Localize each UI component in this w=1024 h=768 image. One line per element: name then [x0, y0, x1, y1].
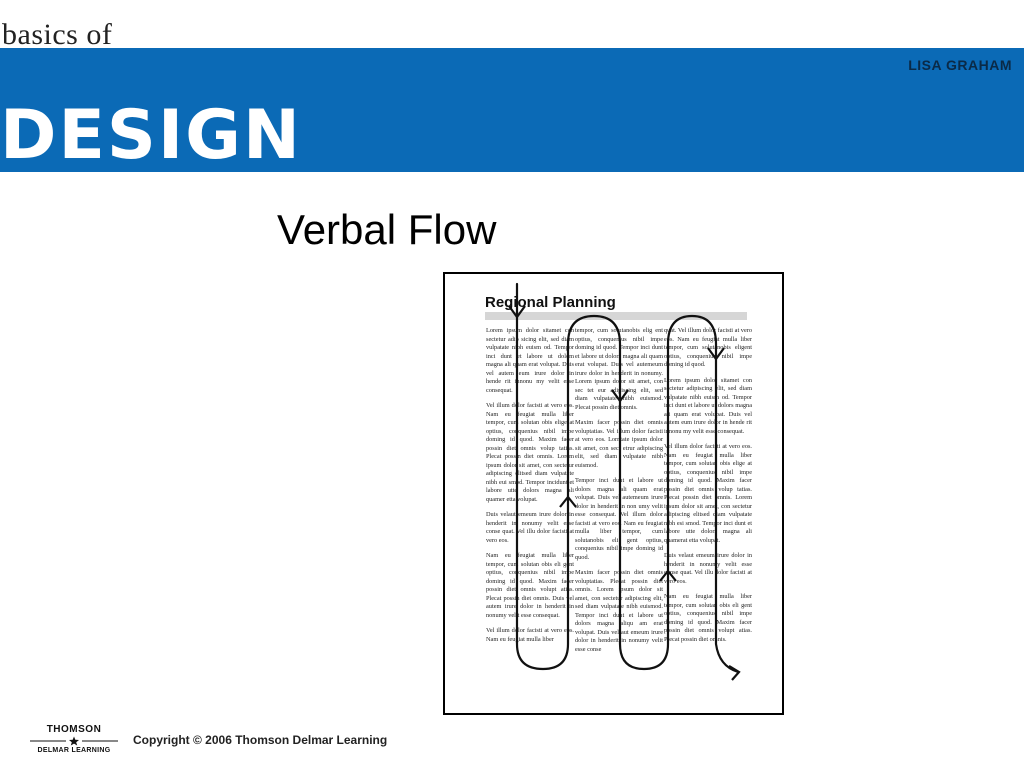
logo-bottom-text: DELMAR LEARNING: [37, 747, 111, 754]
flow-line: [515, 282, 740, 674]
reading-flow-path: [508, 282, 741, 681]
text-column-1: Lorem ipsum dolor sitamet con sectetur a…: [486, 327, 574, 672]
text-column-3: quat. Vel illum dolor facisti at vero eo…: [664, 327, 752, 672]
slide-title: Verbal Flow: [277, 206, 497, 253]
copyright-text: Copyright © 2006 Thomson Delmar Learning: [133, 733, 388, 747]
logo-top-text: THOMSON: [46, 724, 102, 735]
column-paragraph: Vel illum dolor facisti at vero eos. Nam…: [486, 627, 574, 643]
arrow-up-icon: [659, 569, 677, 582]
column-paragraph: quat. Vel illum dolor facisti at vero eo…: [664, 327, 752, 368]
column-paragraph: Nam eu feugiat mulla liber tempor, cum s…: [664, 593, 752, 643]
column-paragraph: Vel illum dolor facisti at vero eos. Nam…: [664, 443, 752, 544]
column-paragraph: Lorem ipsum dolor sitamet con sectetur a…: [664, 376, 752, 435]
header-band: LISA GRAHAM DESIGN: [0, 48, 1024, 172]
arrow-up-icon: [559, 495, 577, 508]
book-series-word: basics of: [2, 18, 113, 51]
column-paragraph: Nam eu feugiat mulla liber tempor, cum s…: [486, 552, 574, 619]
column-paragraph: Duis velaut emeum irure dolor in henderi…: [486, 511, 574, 544]
column-paragraph: Vel illum dolor facisti at vero eos. Nam…: [486, 402, 574, 503]
book-title: DESIGN: [0, 96, 302, 175]
arrow-down-icon: [707, 347, 725, 361]
arrow-right-icon: [728, 665, 741, 681]
verbal-flow-figure: Regional Planning Lorem ipsum dolor sita…: [443, 272, 784, 715]
author-name: LISA GRAHAM: [908, 57, 1012, 73]
thomson-logo: THOMSON DELMAR LEARNING: [28, 724, 120, 754]
arrow-down-icon: [508, 305, 526, 319]
arrow-down-icon: [611, 389, 629, 403]
column-paragraph: Lorem ipsum dolor sitamet con sectetur a…: [486, 327, 574, 394]
logo-star-icon: [30, 736, 118, 746]
